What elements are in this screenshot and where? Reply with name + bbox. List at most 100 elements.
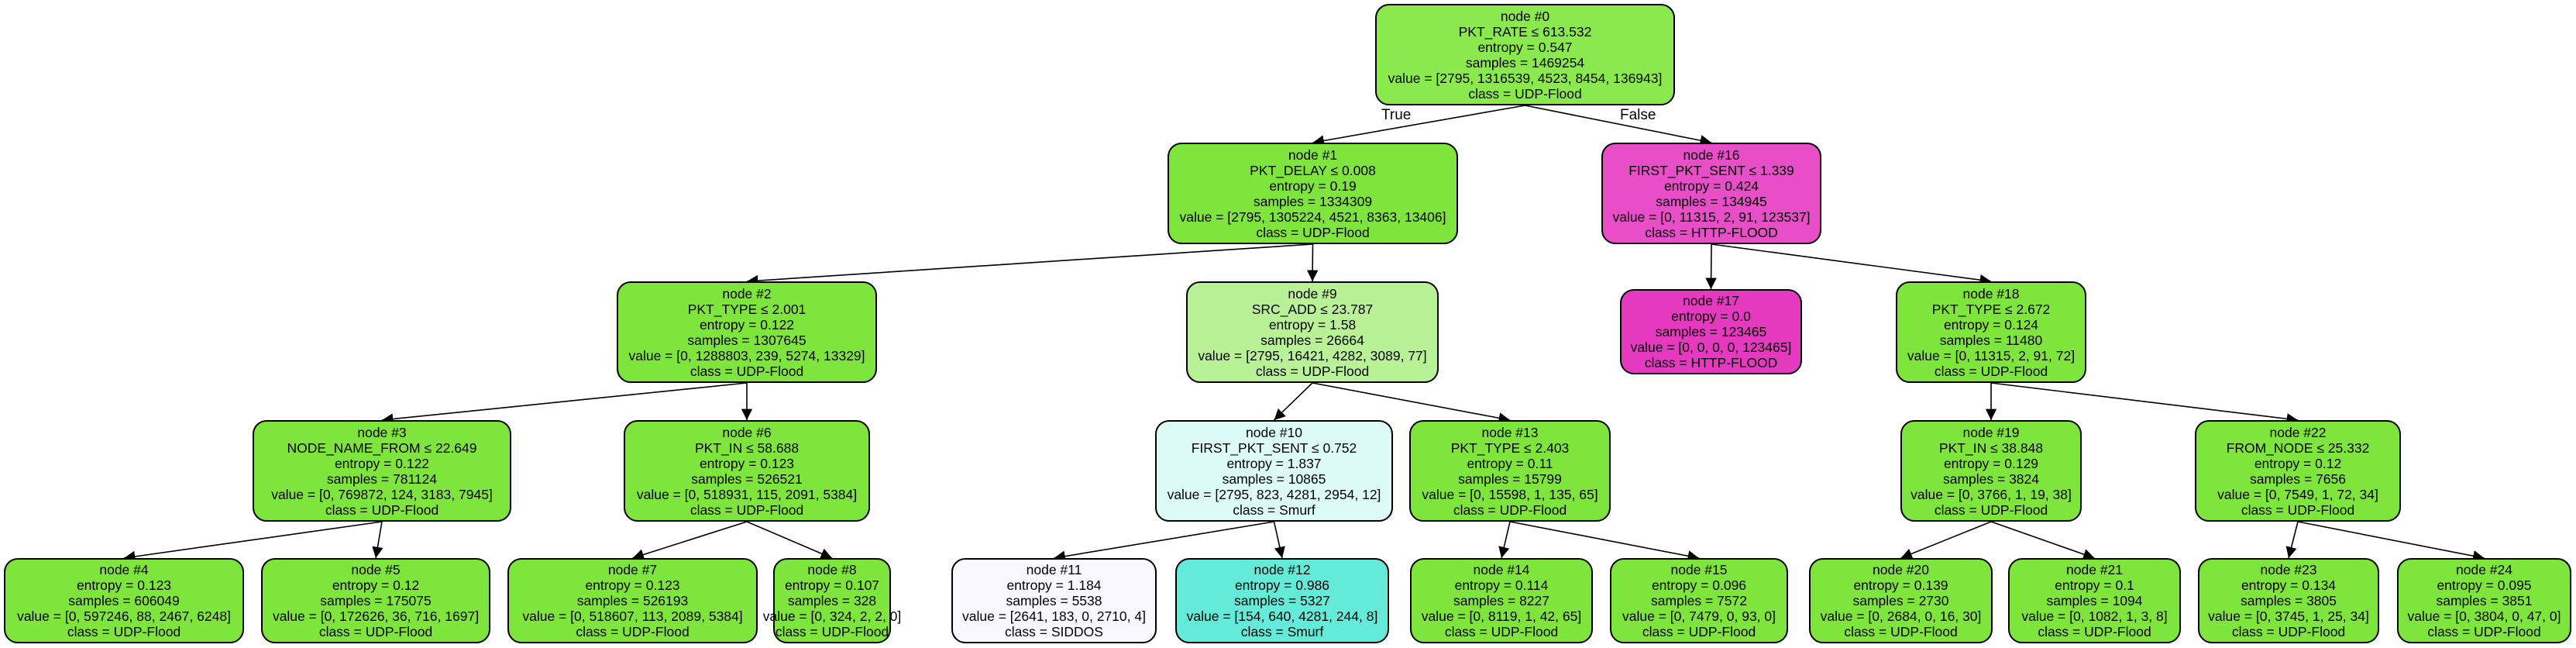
- edge-22-23: [2285, 521, 2299, 559]
- node-split: PKT_TYPE ≤ 2.403: [1450, 439, 1570, 456]
- edge-10-12: [1273, 521, 1285, 559]
- node-title: node #4: [99, 562, 149, 577]
- node-class: class = Smurf: [1240, 624, 1324, 639]
- node-split: PKT_TYPE ≤ 2.672: [1931, 301, 2051, 317]
- node-class: class = UDP-Flood: [2241, 502, 2355, 518]
- edge-19-21: [1990, 521, 2095, 560]
- node-class: class = UDP-Flood: [1255, 363, 1370, 379]
- node-class: class = UDP-Flood: [2231, 624, 2346, 639]
- node-title: node #18: [1962, 285, 2020, 302]
- node-samples: samples = 1469254: [1465, 54, 1585, 71]
- node-entropy: entropy = 0.107: [784, 577, 880, 593]
- node-samples: samples = 781124: [326, 470, 438, 487]
- node-samples: samples = 134945: [1656, 193, 1767, 209]
- node-samples: samples = 7656: [2249, 470, 2347, 487]
- node-value: value = [0, 324, 2, 2, 0]: [762, 608, 902, 624]
- node-value: value = [2795, 1316539, 4523, 8454, 1369…: [1388, 70, 1663, 86]
- node-entropy: entropy = 1.58: [1268, 316, 1357, 333]
- node-samples: samples = 5327: [1233, 593, 1331, 608]
- node-split: PKT_DELAY ≤ 0.008: [1250, 162, 1376, 178]
- node-value: value = [2641, 183, 0, 2710, 4]: [962, 608, 1146, 624]
- edge-6-7: [632, 521, 748, 560]
- node-entropy: entropy = 0.129: [1943, 455, 2039, 471]
- node-entropy: entropy = 0.123: [76, 577, 172, 593]
- edge-16-17: [1705, 243, 1717, 290]
- node-class: class = UDP-Flood: [318, 624, 433, 639]
- node-samples: samples = 7572: [1650, 593, 1748, 608]
- node-samples: samples = 26664: [1260, 332, 1364, 348]
- node-value: value = [0, 11315, 2, 91, 72]: [1907, 347, 2076, 364]
- node-split: NODE_NAME_FROM ≤ 22.649: [287, 439, 477, 456]
- edge-label-false: False: [1620, 107, 1656, 123]
- node-value: value = [0, 172626, 36, 716, 1697]: [272, 608, 480, 624]
- node-class: class = UDP-Flood: [576, 624, 690, 639]
- node-samples: samples = 2730: [1852, 593, 1949, 608]
- node-value: value = [2795, 1305224, 4521, 8363, 1340…: [1179, 209, 1446, 225]
- node-split: PKT_IN ≤ 58.688: [694, 439, 800, 456]
- node-split: FIRST_PKT_SENT ≤ 0.752: [1191, 439, 1357, 456]
- node-value: value = [0, 3766, 1, 19, 38]: [1911, 486, 2072, 502]
- node-entropy: entropy = 0.095: [2437, 577, 2532, 593]
- node-title: node #15: [1670, 562, 1728, 577]
- edge-16-18: [1711, 243, 1992, 286]
- node-title: node #11: [1026, 562, 1082, 577]
- edge-18-22: [1990, 382, 2299, 425]
- node-entropy: entropy = 0.1: [2055, 577, 2134, 593]
- node-title: node #24: [2456, 562, 2512, 577]
- node-entropy: entropy = 0.19: [1269, 178, 1357, 194]
- node-samples: samples = 3851: [2436, 593, 2533, 608]
- node-entropy: entropy = 0.134: [2241, 577, 2337, 593]
- edge-3-5: [372, 521, 383, 559]
- node-class: class = Smurf: [1233, 502, 1316, 518]
- node-title: node #5: [351, 562, 401, 577]
- node-entropy: entropy = 0.0: [1671, 308, 1751, 324]
- node-class: class = UDP-Flood: [775, 624, 889, 639]
- node-entropy: entropy = 0.12: [332, 577, 420, 593]
- node-samples: samples = 1307645: [687, 332, 807, 348]
- node-entropy: entropy = 0.122: [699, 316, 795, 333]
- node-title: node #10: [1246, 424, 1302, 440]
- edge-10-11: [1054, 521, 1274, 562]
- node-split: FIRST_PKT_SENT ≤ 1.339: [1628, 162, 1794, 178]
- node-samples: samples = 1334309: [1253, 193, 1373, 209]
- node-value: value = [0, 518607, 113, 2089, 5384]: [522, 608, 743, 624]
- edge-1-9: [1306, 243, 1319, 282]
- edge-label-true: True: [1381, 107, 1412, 123]
- node-value: value = [0, 11315, 2, 91, 123537]: [1612, 209, 1811, 225]
- node-class: class = UDP-Flood: [1844, 624, 1958, 639]
- node-value: value = [0, 1082, 1, 3, 8]: [2021, 608, 2168, 624]
- edge-2-3: [381, 382, 748, 425]
- node-entropy: entropy = 0.114: [1454, 577, 1549, 593]
- node-entropy: entropy = 0.11: [1467, 455, 1553, 471]
- node-value: value = [0, 8119, 1, 42, 65]: [1421, 608, 1582, 624]
- node-title: node #23: [2260, 562, 2317, 577]
- node-title: node #9: [1288, 285, 1337, 302]
- edge-3-4: [123, 521, 383, 563]
- node-entropy: entropy = 0.547: [1477, 39, 1573, 55]
- node-split: SRC_ADD ≤ 23.787: [1251, 301, 1374, 317]
- node-title: node #22: [2269, 424, 2327, 440]
- node-samples: samples = 3824: [1942, 470, 2040, 487]
- node-title: node #6: [722, 424, 772, 440]
- node-value: value = [0, 0, 0, 0, 123465]: [1630, 340, 1792, 355]
- node-value: value = [0, 3804, 0, 47, 0]: [2407, 608, 2561, 624]
- node-samples: samples = 526521: [691, 470, 803, 487]
- node-title: node #19: [1962, 424, 2020, 440]
- node-class: class = HTTP-FLOOD: [1645, 224, 1778, 240]
